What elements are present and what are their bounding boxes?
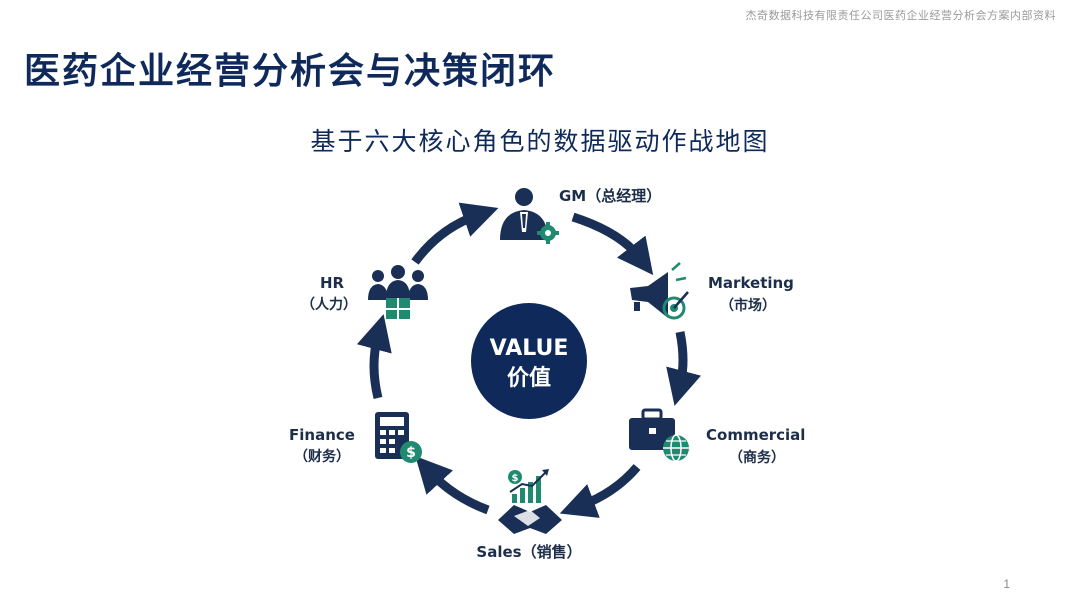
page-number: 1: [1003, 577, 1010, 591]
handshake-growth-icon: $: [498, 469, 562, 534]
role-marketing: Marketing （市场）: [630, 262, 794, 320]
role-commercial: Commercial （商务）: [629, 408, 805, 466]
role-hr-label-cn: （人力）: [301, 296, 357, 313]
center-value-circle: VALUE 价值: [471, 303, 587, 419]
role-hr-label-en: HR: [320, 274, 345, 292]
center-label-cn: 价值: [507, 365, 551, 391]
arrow-sales-to-finance: [415, 456, 490, 515]
role-finance: $ Finance （财务）: [289, 412, 422, 465]
role-commercial-label-en: Commercial: [706, 426, 805, 444]
arrow-finance-to-hr: [356, 314, 392, 400]
role-sales-label: Sales（销售）: [476, 543, 581, 561]
role-hr: HR （人力）: [301, 265, 428, 319]
arrow-commercial-to-sales: [559, 464, 641, 518]
page-subtitle: 基于六大核心角色的数据驱动作战地图: [310, 127, 770, 156]
team-puzzle-icon: [368, 265, 428, 319]
arrow-marketing-to-commercial: [666, 331, 702, 406]
svg-text:$: $: [406, 445, 416, 461]
arrow-gm-to-marketing: [571, 212, 654, 276]
role-gm-label: GM（总经理）: [559, 187, 661, 205]
arrow-hr-to-gm: [411, 202, 499, 265]
role-finance-label-cn: （财务）: [294, 448, 350, 465]
role-sales: $ Sales（销售）: [476, 469, 582, 561]
center-label-en: VALUE: [490, 336, 569, 361]
role-commercial-label-cn: （商务）: [729, 449, 785, 466]
header-watermark: 杰奇数据科技有限责任公司医药企业经营分析会方案内部资料: [745, 9, 1056, 22]
cycle-arrows: [356, 202, 702, 518]
calculator-dollar-icon: $: [375, 412, 422, 463]
svg-text:$: $: [512, 473, 519, 484]
role-finance-label-en: Finance: [289, 426, 355, 444]
role-marketing-label-en: Marketing: [708, 274, 794, 292]
briefcase-globe-icon: [629, 408, 689, 462]
page-title: 医药企业经营分析会与决策闭环: [24, 50, 557, 92]
manager-gear-icon: [500, 188, 559, 244]
megaphone-target-icon: [630, 262, 689, 320]
role-gm: GM（总经理）: [500, 187, 661, 244]
role-marketing-label-cn: （市场）: [720, 297, 776, 314]
